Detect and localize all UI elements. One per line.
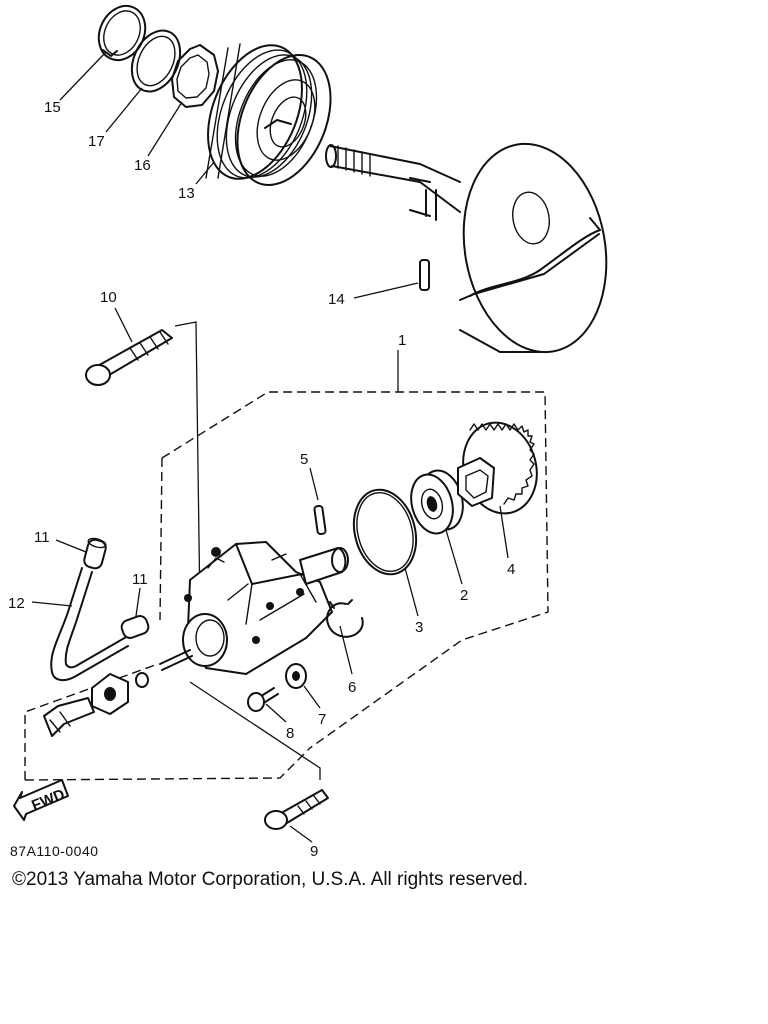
gear-4 <box>457 421 538 559</box>
lock-washer-16 <box>171 44 219 108</box>
bolt-9 <box>264 789 329 843</box>
callout-15: 15 <box>44 99 61 116</box>
circlip-15 <box>97 4 147 62</box>
hose-clip-11b <box>120 587 150 639</box>
banjo-bolt <box>43 697 95 737</box>
callout-5: 5 <box>300 451 308 468</box>
hose-clip-11a <box>55 537 107 570</box>
dowel-pin-14 <box>353 259 430 299</box>
bolt-8 <box>247 687 287 723</box>
callout-numbers: 1 2 3 4 5 6 7 8 9 10 11 11 12 13 14 15 1… <box>8 99 515 860</box>
washer-7 <box>285 663 321 709</box>
callout-13: 13 <box>178 185 195 202</box>
copyright-notice: ©2013 Yamaha Motor Corporation, U.S.A. A… <box>12 869 528 890</box>
bolt-10 <box>85 307 201 613</box>
clip-6 <box>326 599 364 675</box>
callout-4: 4 <box>507 561 515 578</box>
callout-16: 16 <box>134 157 151 174</box>
callout-17: 17 <box>88 133 105 150</box>
top-leaders <box>59 51 215 185</box>
o-ring-3 <box>352 488 419 617</box>
nut-fitting <box>91 672 149 715</box>
bearing-2 <box>410 469 464 585</box>
pin-5 <box>309 467 327 536</box>
crankshaft <box>325 142 608 354</box>
callout-11b: 11 <box>132 571 148 588</box>
pulley-13 <box>205 43 332 186</box>
callout-2: 2 <box>460 587 468 604</box>
callout-9: 9 <box>310 843 318 860</box>
pump-body <box>159 541 349 780</box>
callout-7: 7 <box>318 711 326 728</box>
fwd-label: FWD <box>29 786 67 815</box>
callout-12: 12 <box>8 595 25 612</box>
callout-11a: 11 <box>34 529 50 546</box>
diagram-code: 87A110-0040 <box>10 843 99 859</box>
ring-17 <box>130 29 182 93</box>
callout-6: 6 <box>348 679 356 696</box>
callout-1: 1 <box>398 332 406 349</box>
hose-12 <box>31 567 129 682</box>
callout-10: 10 <box>100 289 117 306</box>
callout-3: 3 <box>415 619 423 636</box>
callout-14: 14 <box>328 291 345 308</box>
fwd-arrow-icon: FWD <box>13 779 69 821</box>
callout-8: 8 <box>286 725 294 742</box>
